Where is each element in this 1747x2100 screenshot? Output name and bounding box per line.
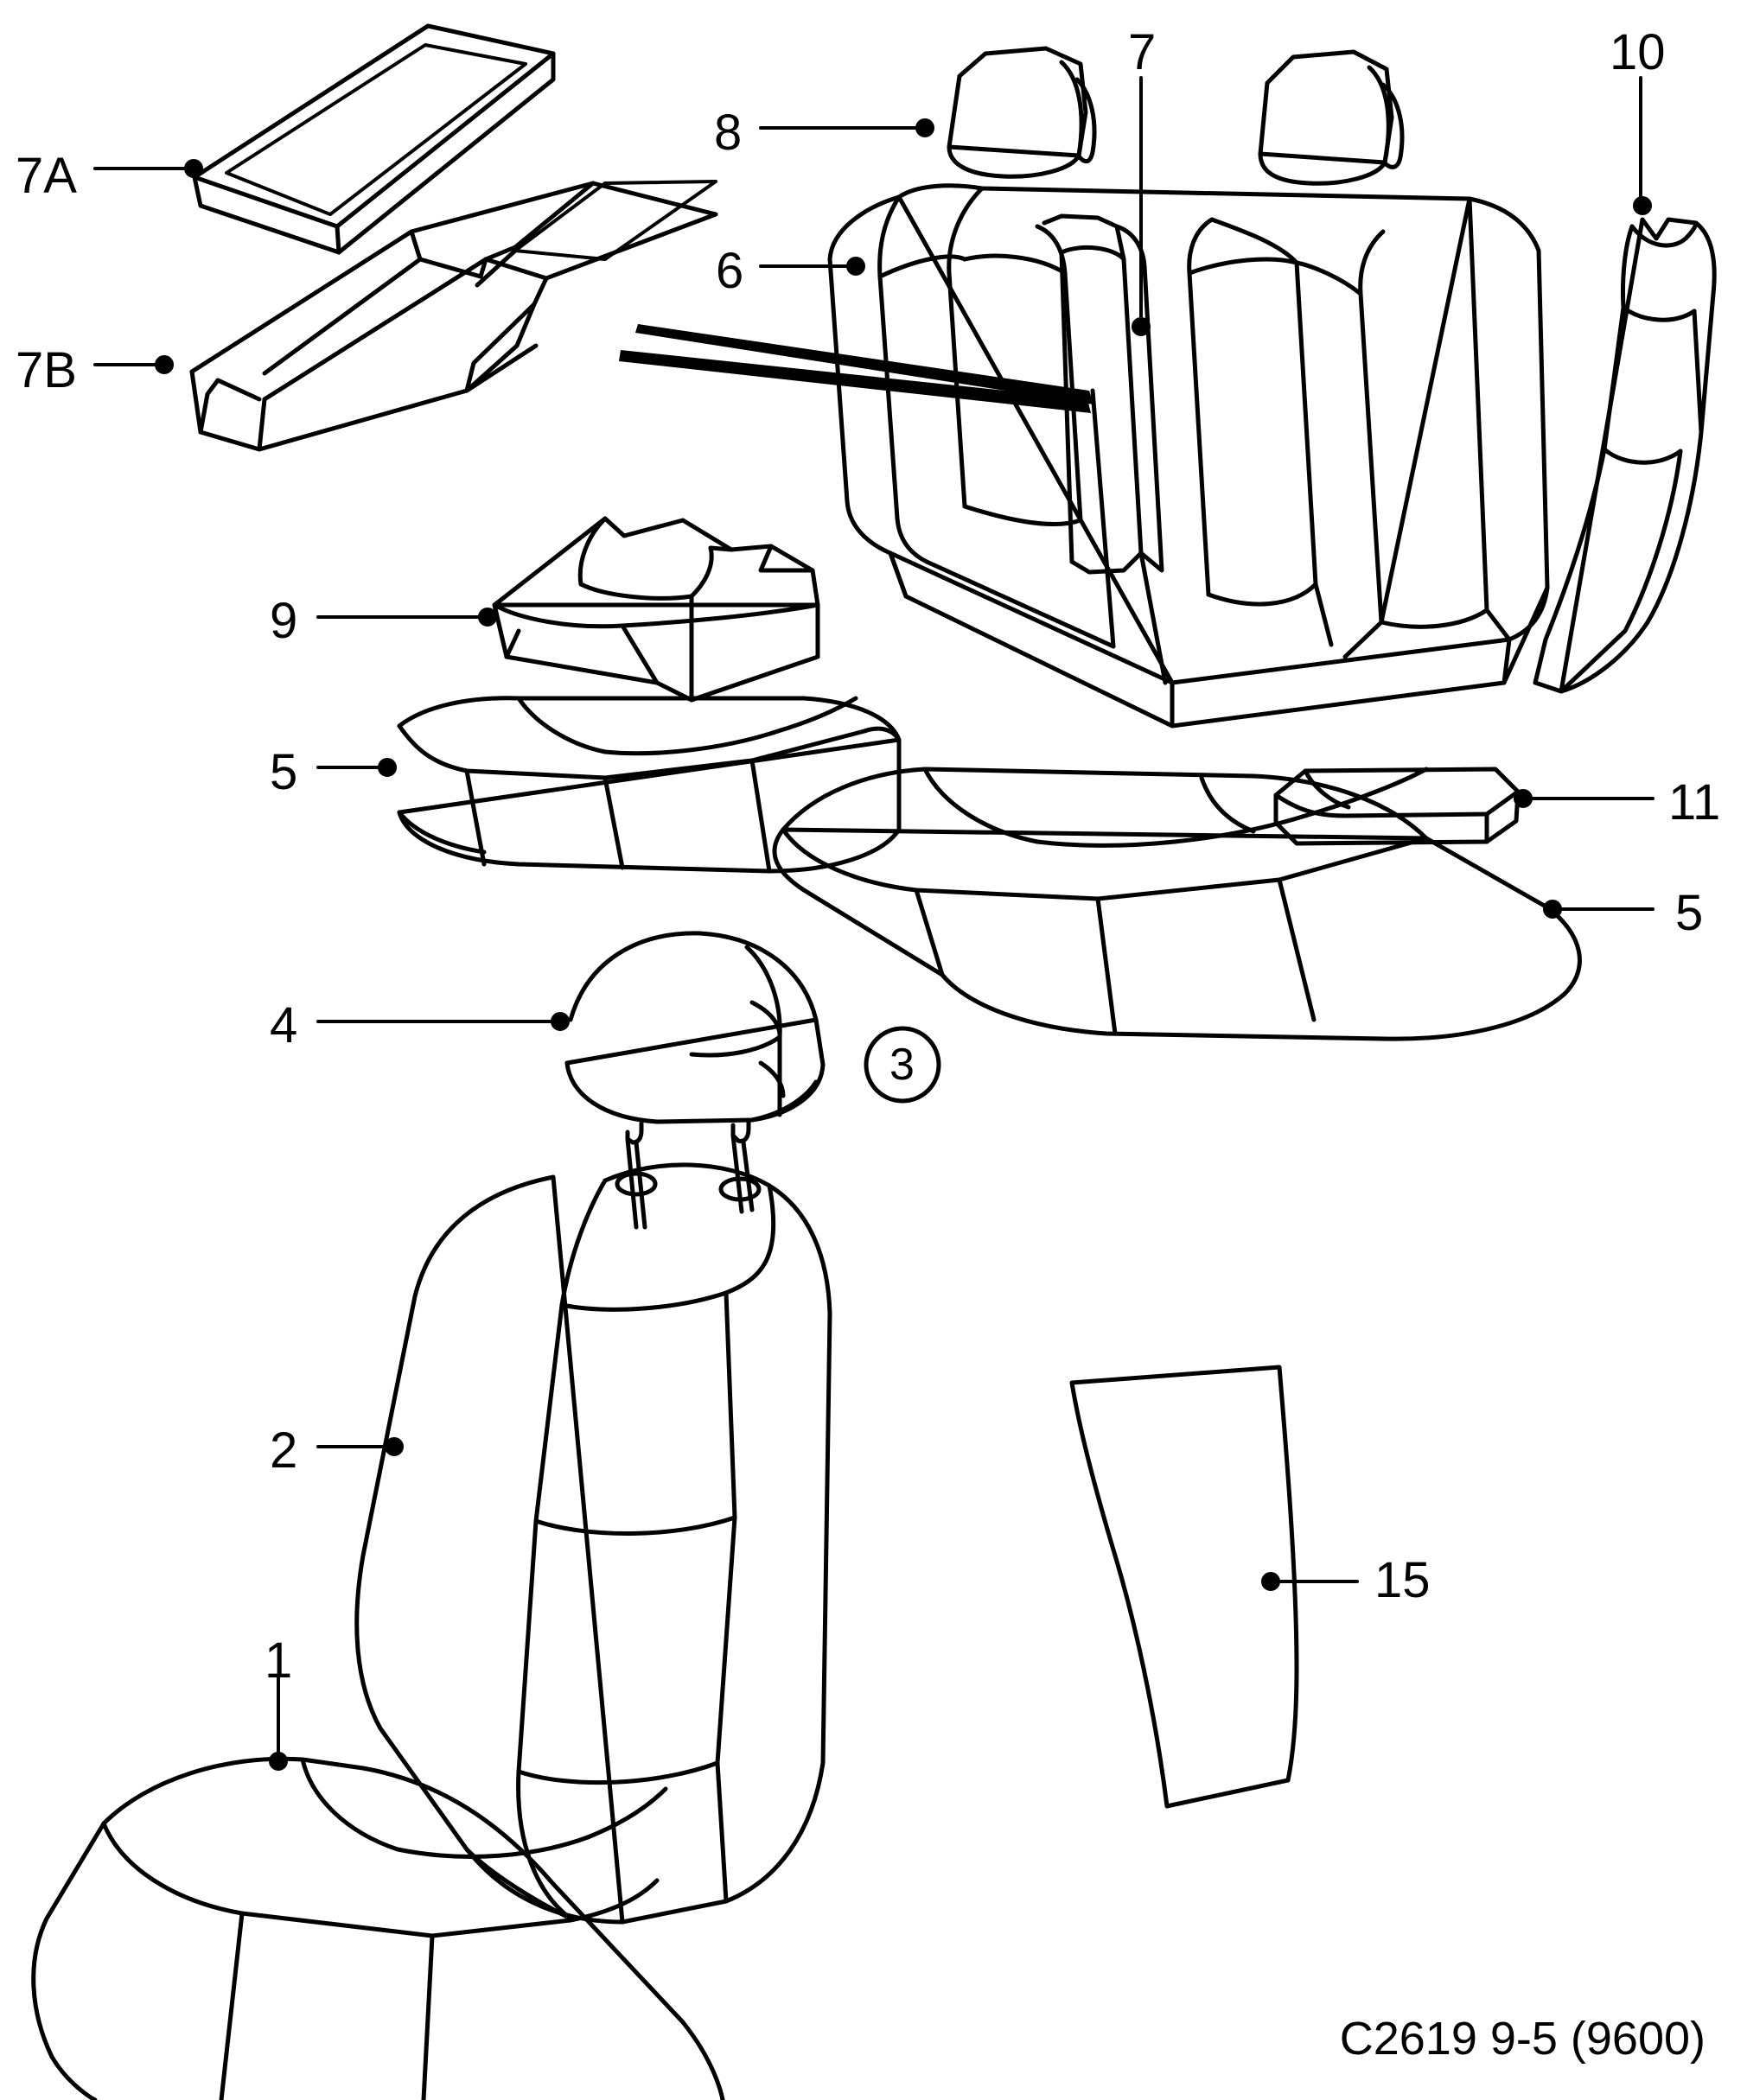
callout-2: 2 [270,1422,298,1479]
part-11-armrest-pad [1273,767,1521,846]
part-7b-tray [189,181,718,452]
part-7a-panel [192,23,556,255]
callout-8: 8 [714,105,743,161]
callout-7b: 7B [16,342,77,398]
callout-7a: 7A [16,148,77,204]
callout-3: 3 [889,1040,915,1090]
document-code: C2619 9-5 (9600) [1339,2013,1706,2065]
part-1-seat-cushion [31,1756,725,2100]
part-5-right-cushion [772,767,1582,1041]
callout-10: 10 [1610,24,1666,80]
callout-3-circle [864,1026,941,1104]
callout-7: 7 [1128,24,1157,80]
part-15-cover-panel [1069,1365,1299,1809]
part-7b-flap [475,180,717,288]
callout-4: 4 [270,997,298,1053]
part-2-seat-back [354,1162,832,1925]
callout-1: 1 [265,1632,293,1689]
callout-5-left: 5 [270,744,298,800]
leader-lines [93,76,1655,1771]
part-10-bolster [1533,217,1717,694]
part-rear-seat-back [827,46,1550,729]
part-5-left-cushion [397,696,902,874]
callout-9: 9 [270,593,298,649]
callout-6: 6 [716,243,744,299]
part-9-cushion-top [492,516,820,703]
callout-5-right: 5 [1675,885,1704,941]
callout-15: 15 [1374,1552,1431,1608]
callout-11: 11 [1668,774,1721,830]
